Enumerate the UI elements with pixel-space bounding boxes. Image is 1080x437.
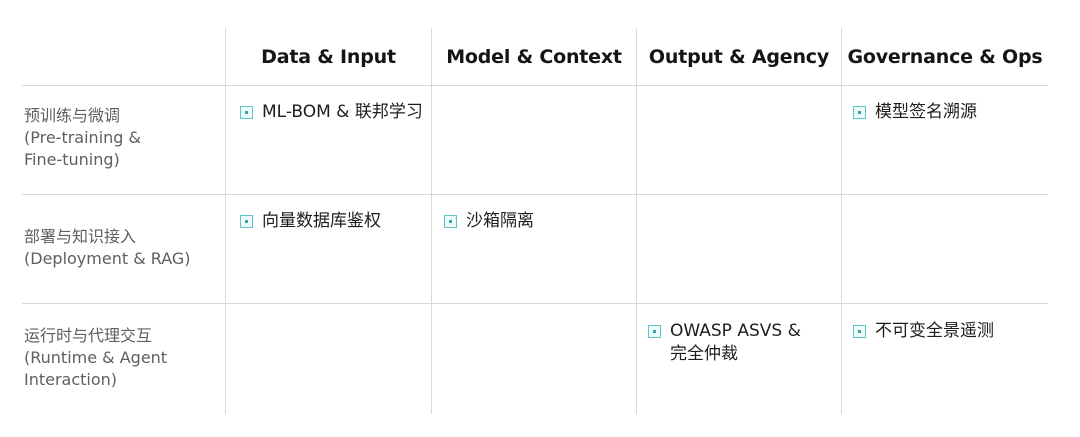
- cell-text: ML-BOM & 联邦学习: [262, 102, 423, 122]
- cell-text: OWASP ASVS &: [670, 321, 801, 341]
- security-control-matrix: Data & Input Model & Context Output & Ag…: [22, 28, 1048, 414]
- square-dot-icon: [240, 106, 253, 119]
- grid-divider: [636, 28, 637, 414]
- row-label-en: Fine-tuning): [24, 150, 120, 169]
- row-header-deployment: 部署与知识接入 (Deployment & RAG): [24, 226, 224, 270]
- cell-ml-bom-federated-learning: ML-BOM & 联邦学习: [240, 101, 423, 124]
- grid-divider: [225, 28, 226, 414]
- square-dot-icon: [648, 325, 661, 338]
- grid-divider: [841, 28, 842, 414]
- cell-immutable-telemetry: 不可变全景遥测: [853, 320, 994, 343]
- row-label-en: (Deployment & RAG): [24, 249, 191, 268]
- row-label-en: Interaction): [24, 370, 118, 389]
- grid-divider: [22, 85, 1048, 86]
- grid-divider: [22, 303, 1048, 304]
- cell-owasp-asvs-complete-mediation: OWASP ASVS & 完全仲裁: [648, 320, 801, 366]
- row-label-cn: 运行时与代理交互: [24, 326, 153, 345]
- row-label-en: (Runtime & Agent: [24, 348, 168, 367]
- grid-divider: [22, 194, 1048, 195]
- cell-text: 模型签名溯源: [875, 102, 977, 122]
- row-label-cn: 预训练与微调: [24, 106, 121, 125]
- square-dot-icon: [853, 325, 866, 338]
- cell-text: 完全仲裁: [670, 344, 738, 364]
- column-header-output-agency: Output & Agency: [648, 45, 830, 68]
- cell-text: 向量数据库鉴权: [262, 211, 381, 231]
- row-label-en: (Pre-training &: [24, 128, 141, 147]
- row-header-pretraining: 预训练与微调 (Pre-training & Fine-tuning): [24, 105, 224, 171]
- square-dot-icon: [240, 215, 253, 228]
- grid-divider: [431, 28, 432, 414]
- cell-sandbox-isolation: 沙箱隔离: [444, 210, 534, 233]
- column-header-governance-ops: Governance & Ops: [847, 45, 1043, 68]
- column-header-data-input: Data & Input: [261, 45, 396, 68]
- cell-text: 沙箱隔离: [466, 211, 534, 231]
- column-header-model-context: Model & Context: [446, 45, 622, 68]
- row-header-runtime: 运行时与代理交互 (Runtime & Agent Interaction): [24, 325, 224, 391]
- cell-model-signature-provenance: 模型签名溯源: [853, 101, 977, 124]
- square-dot-icon: [853, 106, 866, 119]
- square-dot-icon: [444, 215, 457, 228]
- cell-vector-db-auth: 向量数据库鉴权: [240, 210, 381, 233]
- row-label-cn: 部署与知识接入: [24, 227, 137, 246]
- cell-text: 不可变全景遥测: [875, 321, 994, 341]
